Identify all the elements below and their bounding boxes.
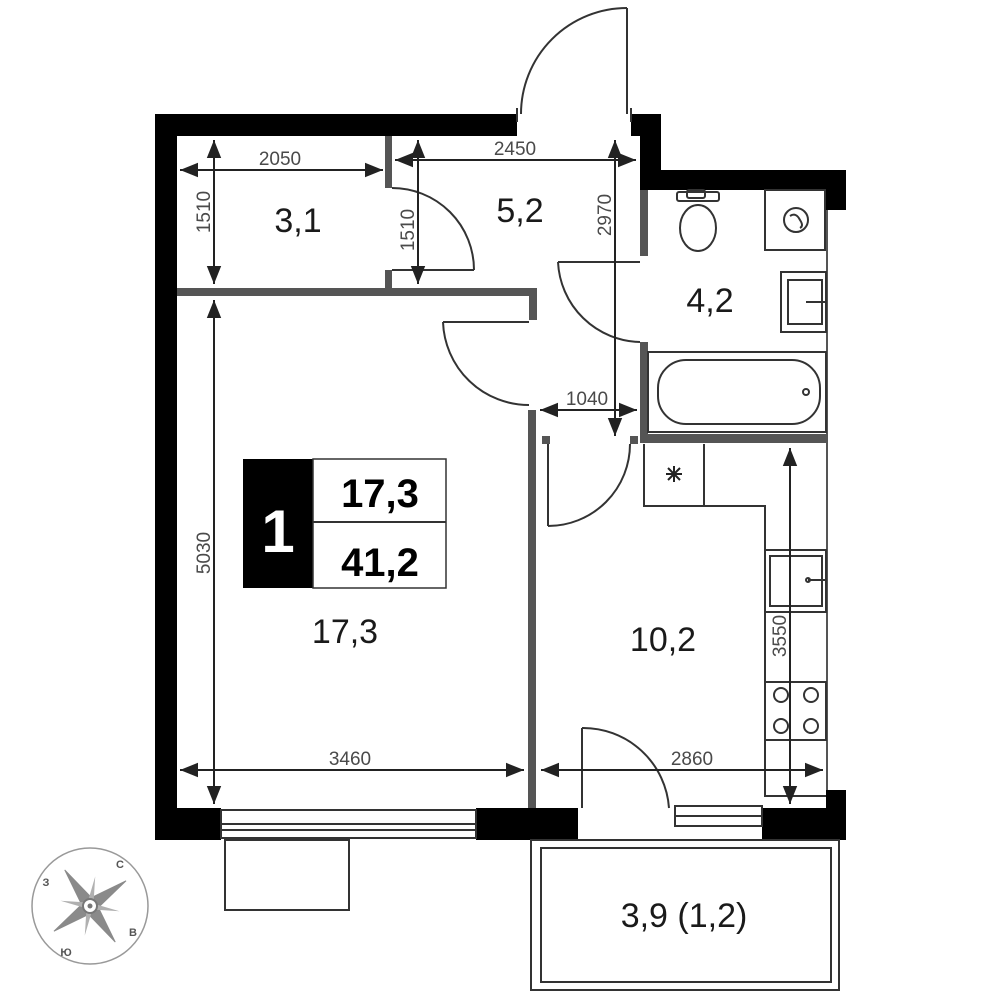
balcony-door xyxy=(581,726,670,809)
compass-rose-icon: С Ю В З xyxy=(31,847,149,965)
compass-west-label: З xyxy=(43,877,50,889)
dim-kitchen-width: 2860 xyxy=(671,749,713,770)
toilet xyxy=(676,189,720,252)
dimension-lines xyxy=(180,140,823,804)
kitchen-counter xyxy=(643,444,826,797)
interior-partitions xyxy=(177,136,828,808)
dim-kitchen-depth: 3550 xyxy=(770,615,791,657)
dim-storage-depth: 1510 xyxy=(194,191,215,233)
exterior-walls xyxy=(155,114,846,840)
dim-hall-depth: 1510 xyxy=(398,209,419,251)
balcony xyxy=(530,839,840,991)
bathroom-sink xyxy=(780,271,827,333)
dim-hall-length: 2970 xyxy=(595,194,616,236)
badge-living-area: 17,3 xyxy=(341,472,419,516)
room-area-balcony: 3,9 (1,2) xyxy=(621,897,748,935)
fridge-icon xyxy=(666,466,682,482)
stove xyxy=(764,681,827,741)
entrance-door xyxy=(516,7,632,122)
dim-hall-width: 2450 xyxy=(494,139,536,160)
living-door xyxy=(442,321,530,406)
badge-rooms-count: 1 xyxy=(261,498,294,565)
kitchen-window xyxy=(674,805,763,827)
bathroom-door xyxy=(557,261,641,343)
kitchen-sink xyxy=(764,549,827,613)
room-area-kitchen: 10,2 xyxy=(630,621,696,659)
dim-living-depth: 5030 xyxy=(194,532,215,574)
dim-passage-width: 1040 xyxy=(566,389,608,410)
room-area-hall: 5,2 xyxy=(496,192,543,230)
room-area-living: 17,3 xyxy=(312,613,378,651)
washing-machine xyxy=(764,189,826,251)
dim-storage-width: 2050 xyxy=(259,149,301,170)
living-window-sill xyxy=(224,839,350,911)
bathtub xyxy=(647,351,827,433)
compass-north-label: С xyxy=(116,859,124,871)
room-area-storage: 3,1 xyxy=(274,202,321,240)
dim-living-width: 3460 xyxy=(329,749,371,770)
storage-door xyxy=(391,187,475,271)
room-area-bathroom: 4,2 xyxy=(686,282,733,320)
badge-total-area: 41,2 xyxy=(341,541,419,585)
compass-east-label: В xyxy=(129,927,137,939)
compass-south-label: Ю xyxy=(60,947,71,959)
living-window xyxy=(220,809,477,839)
kitchen-door xyxy=(547,443,631,527)
apartment-summary-badge: 1 17,3 41,2 xyxy=(243,458,447,589)
